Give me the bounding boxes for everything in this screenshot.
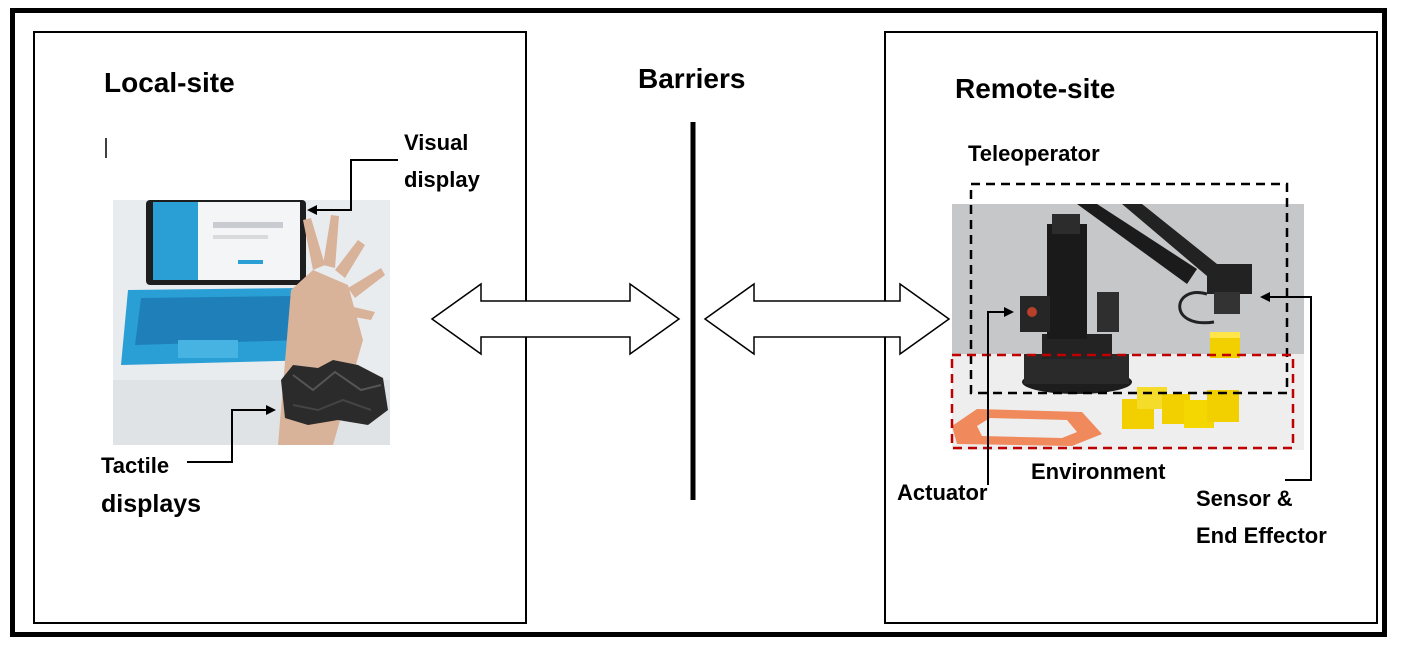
sensor-label-line2: End Effector (1196, 523, 1327, 548)
actuator-label: Actuator (897, 480, 988, 505)
local-site-title: Local-site (104, 67, 235, 98)
local-site-photo (113, 200, 390, 445)
sensor-connector (1260, 292, 1312, 481)
remote-site-title: Remote-site (955, 73, 1116, 104)
remote-site-photo (952, 204, 1304, 450)
environment-box (950, 353, 1295, 450)
tactile-display-label-line1: Tactile (101, 453, 170, 478)
visual-display-label-line1: Visual (404, 130, 469, 155)
tactile-display-connector (187, 405, 276, 463)
outer-frame (10, 8, 1387, 637)
visual-display-label-line2: display (404, 167, 480, 192)
environment-label: Environment (1031, 459, 1166, 484)
left-double-arrow (430, 282, 681, 356)
right-double-arrow (703, 282, 951, 356)
visual-display-connector (307, 159, 398, 215)
teleoperator-label: Teleoperator (968, 141, 1100, 166)
tactile-display-label-line2: displays (101, 490, 202, 518)
teleoperator-box (969, 182, 1289, 395)
actuator-connector (987, 307, 1014, 485)
sensor-label-line1: Sensor & (1196, 486, 1293, 511)
barriers-title: Barriers (638, 63, 746, 94)
